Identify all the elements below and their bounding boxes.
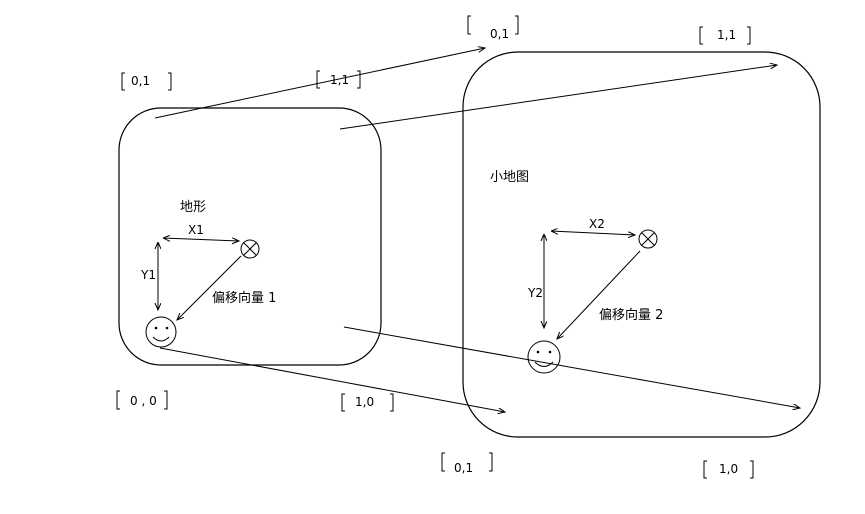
smiley-icon [145, 316, 177, 348]
terrain-label: 地形 [180, 200, 206, 215]
terrain-corner-bottom-left: 0 , 0 [116, 390, 168, 410]
y2-label: Y2 [527, 286, 543, 300]
terrain-corner-top-left: 0,1 [121, 72, 172, 91]
mapping-arrow-bottom-left [159, 347, 505, 412]
crossed-circle-icon [240, 239, 260, 259]
mapping-arrow-top-right [339, 65, 777, 130]
minimap-corner-top-right-label: 1,1 [717, 28, 736, 42]
terrain-box [118, 107, 382, 366]
minimap-corner-top-left-label: 0,1 [490, 27, 509, 41]
offset-vector-2-label: 偏移向量 2 [599, 307, 663, 323]
terrain-corner-bottom-left-label: 0 , 0 [130, 394, 157, 408]
terrain-corner-top-left-label: 0,1 [131, 74, 150, 88]
x1-arrow [163, 238, 239, 241]
offset-vector-1-label: 偏移向量 1 [212, 290, 276, 306]
offset-vector-1-arrow [177, 255, 242, 320]
minimap-corner-bottom-left: 0,1 [441, 452, 493, 475]
terrain-corner-bottom-right: 1,0 [341, 393, 394, 412]
smiley-icon [527, 340, 561, 374]
mapping-arrow-top-left [154, 48, 485, 119]
x1-label: X1 [188, 223, 204, 237]
minimap-corner-top-right: 1,1 [699, 26, 751, 45]
x2-label: X2 [589, 217, 605, 231]
minimap-corner-top-left: 0,1 [467, 15, 519, 41]
terrain-corner-bottom-right-label: 1,0 [355, 395, 374, 409]
x2-arrow [551, 231, 635, 235]
y1-label: Y1 [140, 268, 156, 282]
mapping-arrow-bottom-right [343, 326, 800, 408]
minimap-label: 小地图 [490, 170, 529, 185]
crossed-circle-icon [638, 229, 658, 249]
terrain-corner-top-right: 1,1 [316, 70, 361, 89]
terrain-corner-top-right-label: 1,1 [330, 73, 349, 87]
minimap-box [462, 51, 821, 438]
minimap-corner-bottom-left-label: 0,1 [454, 461, 473, 475]
minimap-corner-bottom-right: 1,0 [703, 460, 754, 479]
offset-vector-2-arrow [557, 250, 641, 339]
minimap-corner-bottom-right-label: 1,0 [719, 462, 738, 476]
